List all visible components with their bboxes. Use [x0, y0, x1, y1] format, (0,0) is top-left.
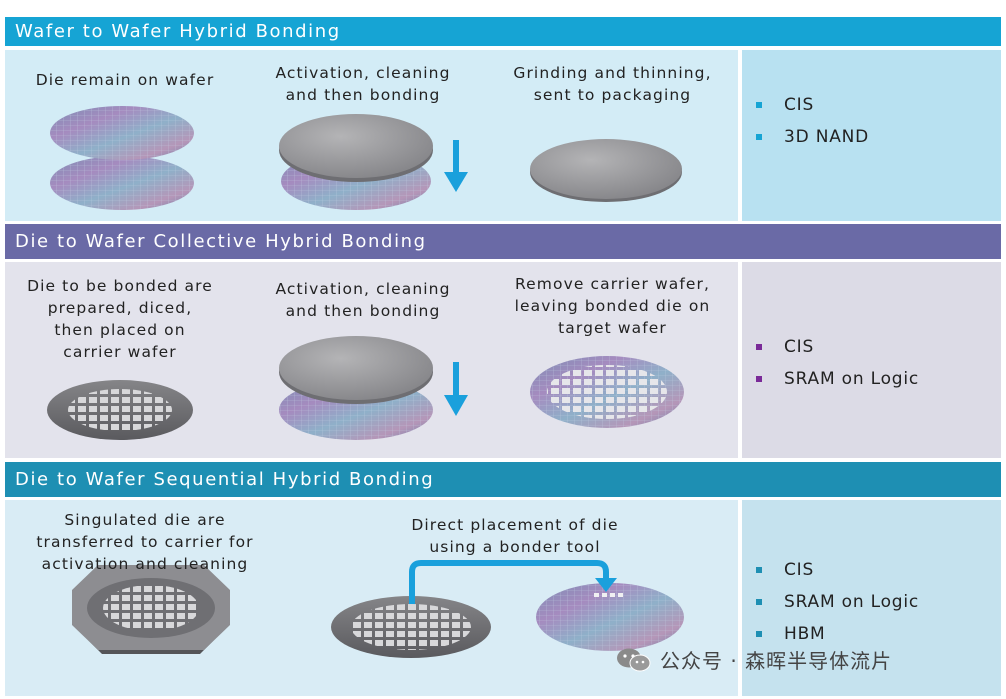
- application-item: CIS: [756, 554, 919, 586]
- stacked-wafers: [50, 106, 194, 210]
- applications-panel-d2w-collective: CIS SRAM on Logic: [742, 262, 1001, 458]
- applications-list: CIS SRAM on Logic HBM: [756, 554, 919, 650]
- applications-panel-d2w-sequential: CIS SRAM on Logic HBM: [742, 500, 1001, 696]
- application-item: HBM: [756, 618, 919, 650]
- step-caption: Activation, cleaning and then bonding: [275, 64, 451, 104]
- step-caption: Die remain on wafer: [35, 71, 215, 89]
- bonding-wafers: [279, 336, 433, 440]
- down-arrow-icon: [444, 362, 468, 416]
- carrier-frame-with-dies: [72, 565, 230, 654]
- bullet-icon: [756, 567, 762, 573]
- applications-panel-w2w: CIS 3D NAND: [742, 50, 1001, 221]
- bonding-wafers: [279, 114, 433, 210]
- target-wafer-with-bonded-dies: [530, 356, 684, 428]
- step-caption: Die to be bonded are prepared, diced, th…: [27, 277, 213, 361]
- application-item: SRAM on Logic: [756, 586, 919, 618]
- section-header-d2w-collective: Die to Wafer Collective Hybrid Bonding: [5, 224, 1001, 259]
- bullet-icon: [756, 376, 762, 382]
- application-item: CIS: [756, 331, 919, 363]
- bullet-icon: [756, 631, 762, 637]
- bullet-icon: [756, 102, 762, 108]
- applications-list: CIS SRAM on Logic: [756, 331, 919, 395]
- thinned-wafer: [530, 139, 682, 202]
- application-item: CIS: [756, 89, 869, 121]
- die-wafer: [331, 596, 491, 658]
- step-caption: Singulated die are transferred to carrie…: [36, 511, 254, 573]
- wechat-icon: [617, 648, 651, 671]
- bullet-icon: [756, 134, 762, 140]
- step-caption: Grinding and thinning, sent to packaging: [513, 64, 712, 104]
- application-item: 3D NAND: [756, 121, 869, 153]
- carrier-wafer-with-dies: [47, 380, 193, 440]
- curved-arrow-icon: [409, 560, 617, 604]
- bullet-icon: [756, 599, 762, 605]
- section-title: Die to Wafer Collective Hybrid Bonding: [15, 231, 427, 252]
- step-caption: Remove carrier wafer, leaving bonded die…: [514, 275, 711, 337]
- section-header-w2w: Wafer to Wafer Hybrid Bonding: [5, 17, 1001, 46]
- down-arrow-icon: [444, 140, 468, 192]
- step-caption: Activation, cleaning and then bonding: [275, 280, 451, 320]
- section-title: Wafer to Wafer Hybrid Bonding: [15, 21, 341, 42]
- step-caption: Direct placement of die using a bonder t…: [411, 516, 619, 556]
- target-wafer: [536, 583, 684, 651]
- watermark: 公众号 · 森晖半导体流片: [616, 645, 892, 674]
- application-item: SRAM on Logic: [756, 363, 919, 395]
- applications-list: CIS 3D NAND: [756, 89, 869, 153]
- bullet-icon: [756, 344, 762, 350]
- section-header-d2w-sequential: Die to Wafer Sequential Hybrid Bonding: [5, 462, 1001, 497]
- section-title: Die to Wafer Sequential Hybrid Bonding: [15, 469, 435, 490]
